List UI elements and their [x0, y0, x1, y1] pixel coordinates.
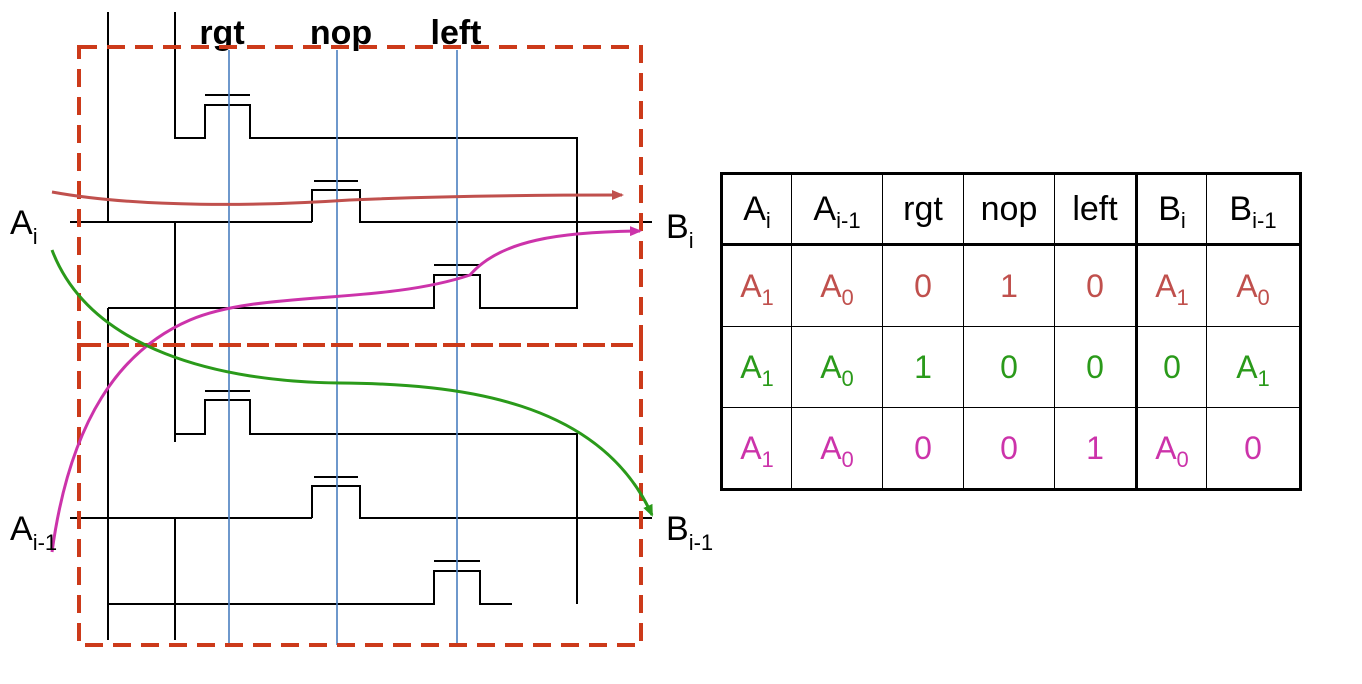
- port-label-b-i-minus-1: Bi-1: [666, 510, 713, 555]
- table-row: A1 A0 0 0 1 A0 0: [721, 407, 1301, 490]
- table-cell: A0: [1136, 407, 1207, 490]
- upper-cell-wires: [70, 12, 652, 640]
- table-cell: 0: [1206, 407, 1301, 490]
- table-header: left: [1054, 173, 1138, 246]
- table-header: Ai-1: [791, 173, 883, 246]
- table-cell: 0: [1054, 326, 1138, 408]
- table-cell: 0: [1136, 326, 1207, 408]
- table-cell: 0: [882, 244, 964, 327]
- table-header: Bi-1: [1206, 173, 1301, 246]
- table-header: nop: [963, 173, 1055, 246]
- port-label-a-i: Ai: [10, 204, 38, 249]
- table-cell: A0: [791, 244, 883, 327]
- truth-table: Ai Ai-1 rgt nop left Bi Bi-1 A1 A0 0 1 0…: [720, 172, 1302, 491]
- table-header: Bi: [1136, 173, 1207, 246]
- port-label-b-i: Bi: [666, 208, 694, 253]
- table-cell: A1: [721, 244, 792, 327]
- port-label-a-i-minus-1: Ai-1: [10, 510, 57, 555]
- table-cell: A0: [791, 326, 883, 408]
- lower-cell-wires: [70, 399, 652, 640]
- table-cell: A1: [721, 326, 792, 408]
- table-cell: A0: [1206, 244, 1301, 327]
- table-cell: 0: [882, 407, 964, 490]
- table-cell: 1: [963, 244, 1055, 327]
- table-cell: A1: [721, 407, 792, 490]
- table-header: rgt: [882, 173, 964, 246]
- table-header-row: Ai Ai-1 rgt nop left Bi Bi-1: [721, 173, 1301, 246]
- left-path-arrow: [50, 226, 642, 553]
- table-cell: 0: [1054, 244, 1138, 327]
- table-cell: 0: [963, 407, 1055, 490]
- nop-path-arrow: [51, 190, 624, 206]
- table-row: A1 A0 0 1 0 A1 A0: [721, 244, 1301, 327]
- table-cell: 1: [882, 326, 964, 408]
- table-header: Ai: [721, 173, 792, 246]
- table-row: A1 A0 1 0 0 0 A1: [721, 326, 1301, 408]
- table-cell: A0: [791, 407, 883, 490]
- table-cell: A1: [1136, 244, 1207, 327]
- shifter-circuit-diagram: rgt nop left Ai Ai-1 Bi: [10, 12, 713, 647]
- rgt-path-arrow: [50, 249, 654, 517]
- table-cell: 0: [963, 326, 1055, 408]
- table-cell: A1: [1206, 326, 1301, 408]
- table-cell: 1: [1054, 407, 1138, 490]
- transistor-gates: [205, 94, 480, 562]
